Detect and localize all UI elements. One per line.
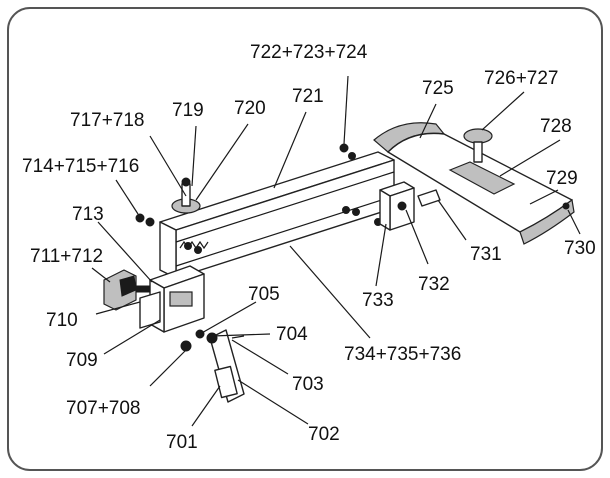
label-713: 713 xyxy=(72,204,104,225)
main-rail xyxy=(159,151,395,279)
fasteners xyxy=(135,143,382,254)
label-701: 701 xyxy=(166,432,198,453)
label-704: 704 xyxy=(276,324,308,345)
label-709: 709 xyxy=(66,350,98,371)
label-717-718: 717+718 xyxy=(70,110,145,131)
part-labels: 722+723+724 725 726+727 728 729 730 731 … xyxy=(22,42,596,453)
label-726-727: 726+727 xyxy=(484,68,559,89)
leader-lines xyxy=(91,75,581,427)
right-pad xyxy=(373,122,575,245)
label-733: 733 xyxy=(362,290,394,311)
label-707-708: 707+708 xyxy=(66,398,141,419)
left-bracket xyxy=(139,265,205,333)
label-720: 720 xyxy=(234,98,266,119)
label-703: 703 xyxy=(292,374,324,395)
label-702: 702 xyxy=(308,424,340,445)
assembly-drawing xyxy=(103,122,575,403)
lever-handle xyxy=(180,329,245,403)
label-734-735-736: 734+735+736 xyxy=(344,344,461,365)
label-732: 732 xyxy=(418,274,450,295)
label-731: 731 xyxy=(470,244,502,265)
left-knob xyxy=(103,269,151,311)
label-729: 729 xyxy=(546,168,578,189)
label-721: 721 xyxy=(292,86,324,107)
right-bracket xyxy=(379,181,441,231)
label-728: 728 xyxy=(540,116,572,137)
label-725: 725 xyxy=(422,78,454,99)
label-722-723-724: 722+723+724 xyxy=(250,42,368,63)
label-711-712: 711+712 xyxy=(30,246,103,267)
label-719: 719 xyxy=(172,100,204,121)
label-730: 730 xyxy=(564,238,596,259)
label-710: 710 xyxy=(46,310,78,331)
label-705: 705 xyxy=(248,284,280,305)
label-714-715-716: 714+715+716 xyxy=(22,156,139,177)
diagram-frame xyxy=(7,7,603,471)
